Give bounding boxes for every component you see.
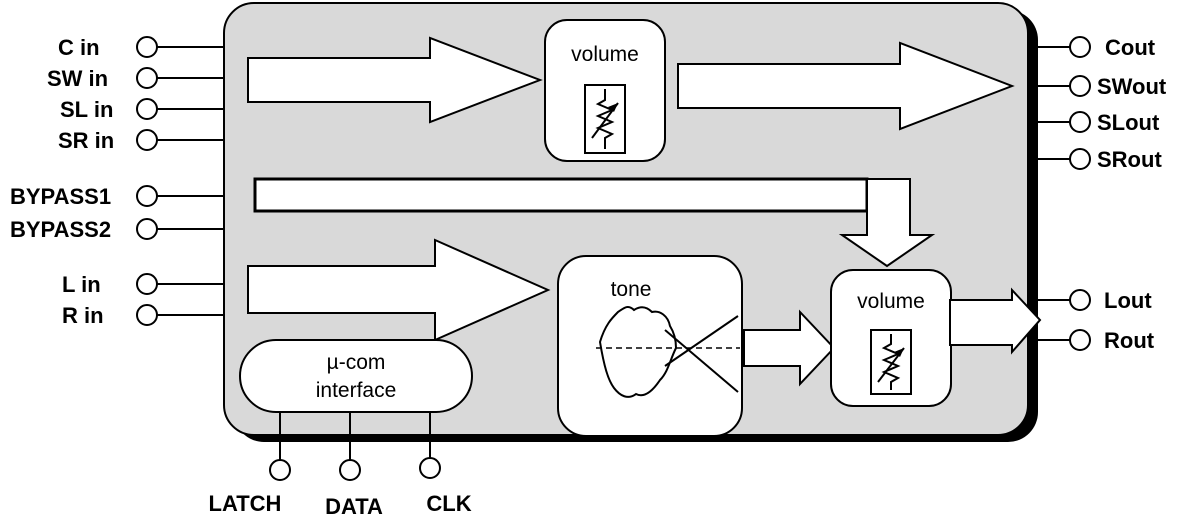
pin-r-out <box>1069 329 1091 351</box>
pin-sl-in <box>136 98 158 120</box>
bypass-bar <box>253 177 869 213</box>
pin-l-out <box>1069 289 1091 311</box>
label-bypass1: BYPASS1 <box>10 184 111 209</box>
pin-c-out <box>1069 36 1091 58</box>
arrow-tone-to-volume <box>743 309 836 387</box>
potentiometer-icon <box>584 84 626 154</box>
pin-r-in <box>136 304 158 326</box>
arrow-in-top <box>247 36 543 124</box>
label-bypass2: BYPASS2 <box>10 217 111 242</box>
pin-sr-out <box>1069 148 1091 170</box>
pin-clk <box>419 457 441 479</box>
label-r-in: R in <box>62 303 104 328</box>
ucom-interface-block: µ-com interface <box>239 339 473 413</box>
pin-data <box>339 459 361 481</box>
control-pins: LATCH DATA CLK <box>209 412 472 519</box>
ucom-label-line2: interface <box>316 379 397 402</box>
tone-label: tone <box>611 278 652 301</box>
label-sw-out: SWout <box>1097 74 1167 99</box>
label-latch: LATCH <box>209 491 282 516</box>
label-clk: CLK <box>426 491 471 516</box>
label-r-out: Rout <box>1104 328 1155 353</box>
pin-l-in <box>136 273 158 295</box>
arrow-out-top <box>677 41 1015 131</box>
volume-bottom-label: volume <box>857 290 925 313</box>
tone-block: tone <box>557 255 743 437</box>
volume-top-label: volume <box>571 43 639 66</box>
pin-sw-out <box>1069 75 1091 97</box>
volume-block-bottom: volume <box>830 269 952 407</box>
label-sl-out: SLout <box>1097 110 1160 135</box>
pin-sw-in <box>136 67 158 89</box>
label-sr-in: SR in <box>58 128 114 153</box>
label-data: DATA <box>325 494 383 519</box>
tone-curve-icon <box>596 305 740 398</box>
ucom-label-line1: µ-com <box>327 351 386 374</box>
pin-latch <box>269 459 291 481</box>
pin-bypass1 <box>136 185 158 207</box>
arrow-in-bottom <box>247 238 551 342</box>
pin-bypass2 <box>136 218 158 240</box>
label-c-in: C in <box>58 35 100 60</box>
right-outputs: Cout SWout SLout SRout Lout Rout <box>1038 35 1167 353</box>
label-sl-in: SL in <box>60 97 113 122</box>
volume-block-top: volume <box>544 19 666 162</box>
label-c-out: Cout <box>1105 35 1156 60</box>
left-inputs: C in SW in SL in SR in BYPASS1 BYPASS2 L… <box>10 35 224 328</box>
potentiometer-icon <box>870 329 912 395</box>
arrow-out-bottom <box>949 287 1042 355</box>
label-l-out: Lout <box>1104 288 1152 313</box>
label-sw-in: SW in <box>47 66 108 91</box>
label-sr-out: SRout <box>1097 147 1162 172</box>
label-l-in: L in <box>62 272 101 297</box>
arrow-bypass-down <box>838 178 936 268</box>
pin-sr-in <box>136 129 158 151</box>
pin-sl-out <box>1069 111 1091 133</box>
pin-c-in <box>136 36 158 58</box>
